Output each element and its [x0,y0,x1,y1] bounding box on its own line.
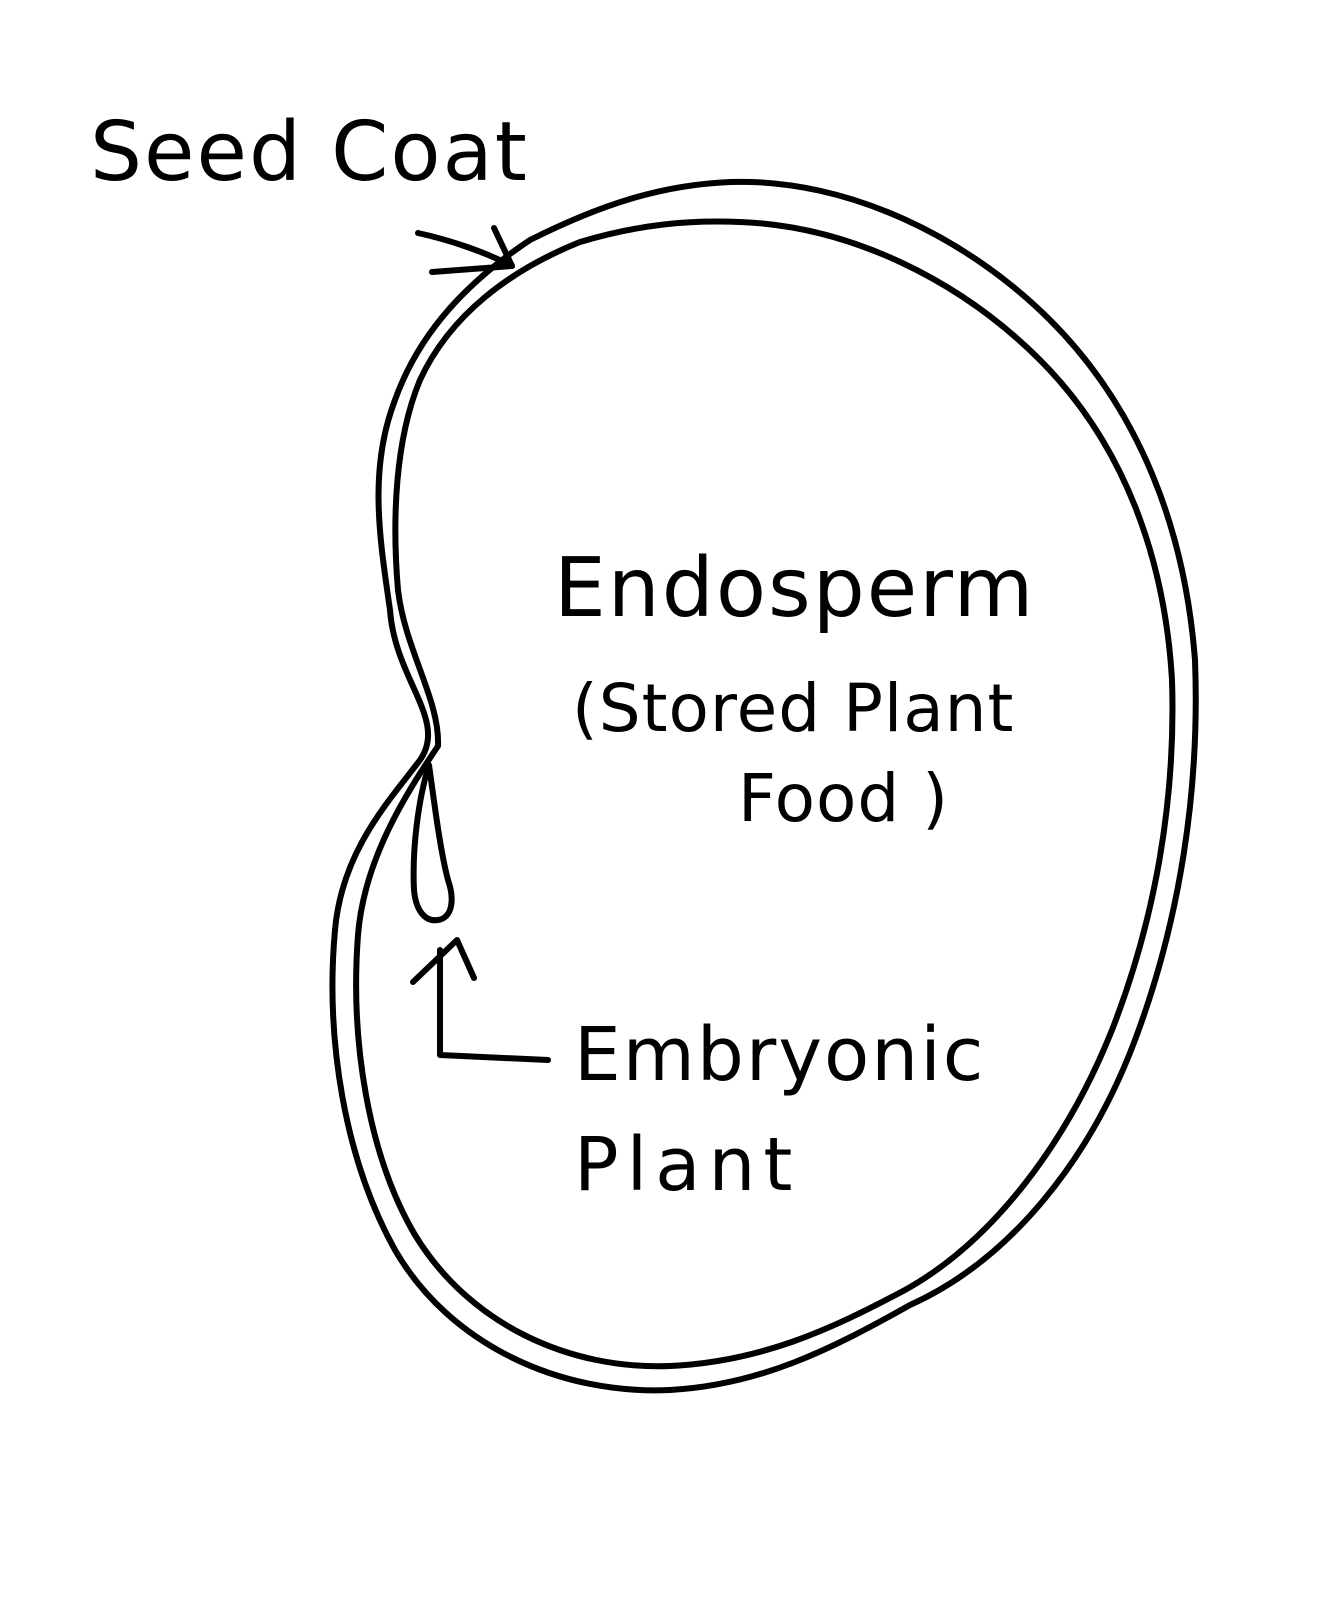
endosperm-label: Endosperm [554,541,1036,636]
embryonic-plant-shape [410,762,455,924]
embryonic-plant-label-line2: Plant [574,1122,801,1208]
seed-coat-label: Seed Coat [90,105,529,200]
seed-coat-inner-outline [353,218,1176,1370]
endosperm-description-line1: (Stored Plant [572,670,1015,747]
seed-coat-outer-outline [329,178,1199,1394]
seed-coat-arrow-line [415,230,515,269]
endosperm-description-line2: Food ) [738,760,949,837]
embryonic-arrow-line [437,947,551,1063]
seed-coat-arrowhead [429,225,515,275]
embryonic-plant-label-line1: Embryonic [574,1012,986,1098]
embryonic-arrowhead [410,937,477,985]
